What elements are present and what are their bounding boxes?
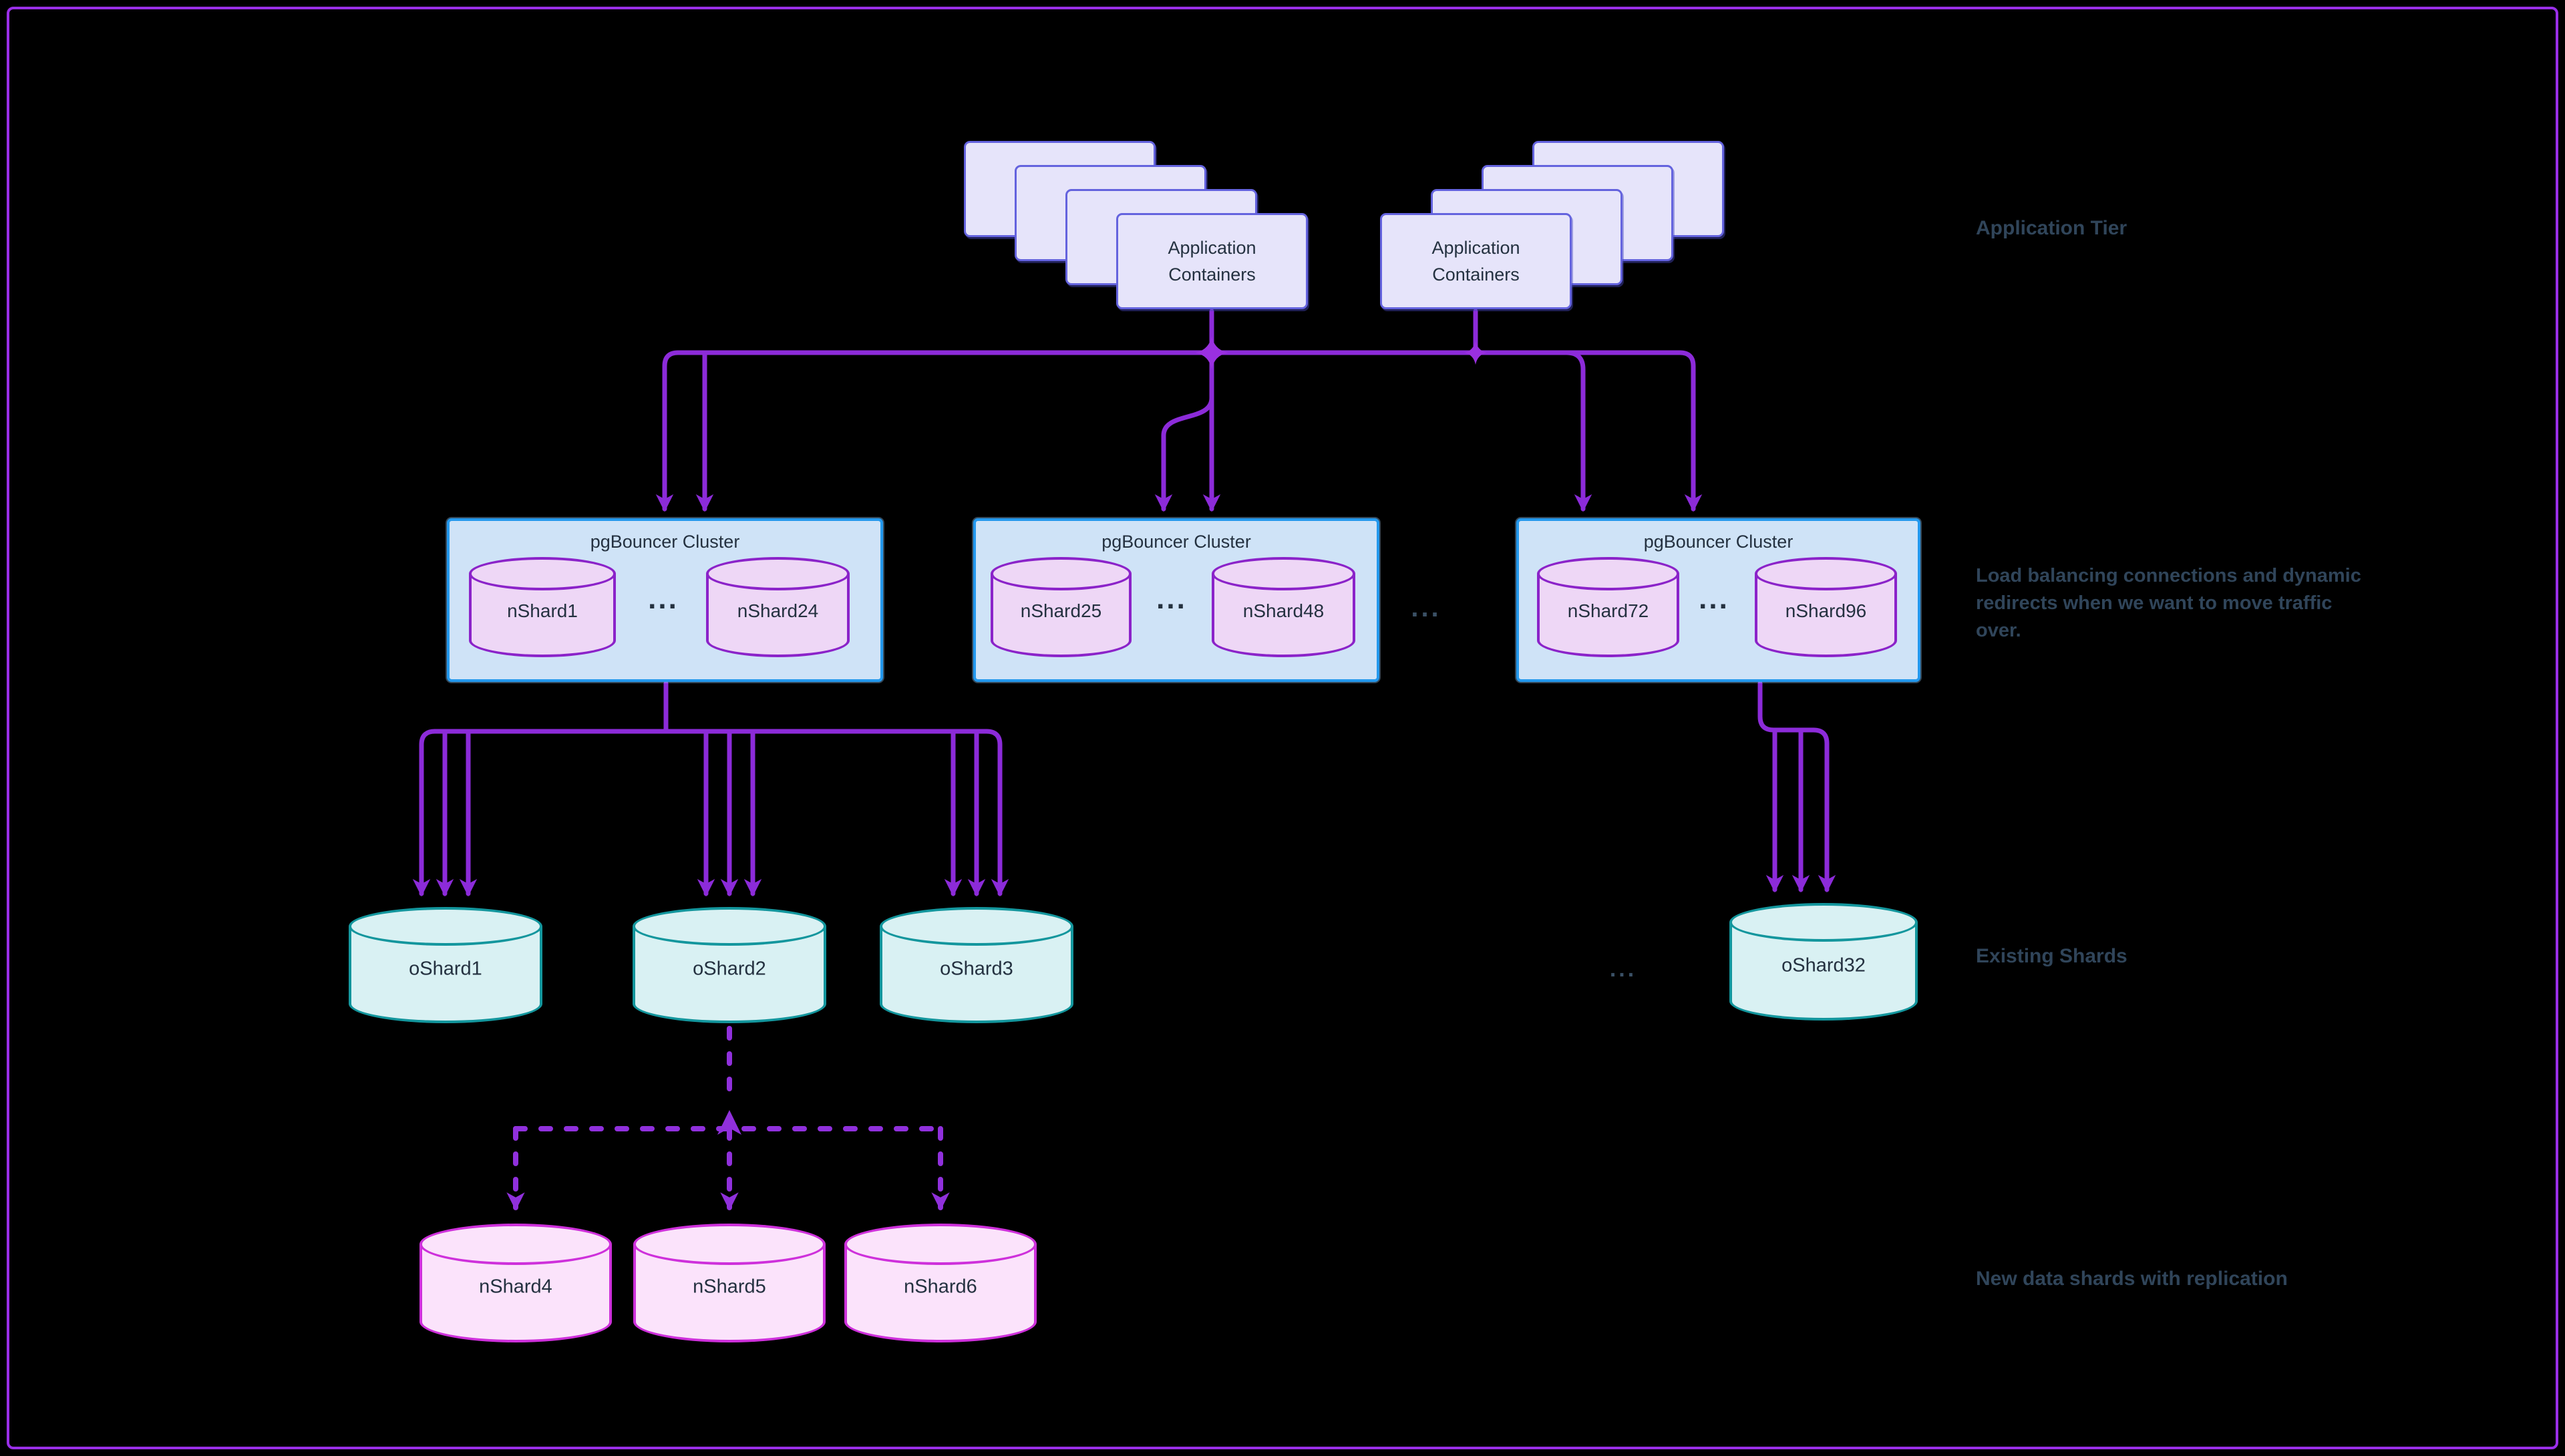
junction-star-right <box>1464 341 1487 365</box>
nshard-cylinder: nShard72 <box>1537 557 1679 657</box>
app-containers-node: Application Containers <box>1116 213 1308 309</box>
cylinder-top <box>1212 557 1355 590</box>
shard-label: nShard24 <box>737 600 819 621</box>
ellipsis: ... <box>1156 582 1187 615</box>
shard-label: oShard1 <box>409 958 482 980</box>
edge-o3-c <box>984 729 1009 897</box>
nshard4-cylinder: nShard4 <box>419 1224 612 1342</box>
annotation-existing-shards: Existing Shards <box>1976 945 2127 967</box>
edge-c3-drop-b <box>1677 350 1703 512</box>
diagram-frame <box>7 7 2558 1449</box>
oshard32-cylinder: oShard32 <box>1729 903 1918 1021</box>
annotation-application-tier: Application Tier <box>1976 217 2127 239</box>
edge-c1-drop-a <box>655 350 681 512</box>
cylinder-body <box>1729 922 1918 1021</box>
cylinder-top <box>991 557 1132 590</box>
shard-label: nShard72 <box>1567 600 1649 621</box>
shard-label: oShard3 <box>940 958 1013 980</box>
cluster-title: pgBouncer Cluster <box>1101 532 1251 552</box>
edge-c3-drop-a <box>1564 350 1592 512</box>
shard-label: oShard2 <box>693 958 766 980</box>
shard-label: nShard25 <box>1020 600 1102 621</box>
cylinder-top <box>1755 557 1897 590</box>
nshard-cylinder: nShard96 <box>1755 557 1897 657</box>
oshard2-cylinder: oShard2 <box>633 907 826 1023</box>
cylinder-top <box>1537 557 1679 590</box>
dashed-up-arrowhead <box>717 1110 741 1135</box>
cylinder-top <box>1729 903 1918 942</box>
nshard-cylinder: nShard24 <box>706 557 850 657</box>
cylinder-top <box>880 907 1073 946</box>
junction-star-left <box>1195 336 1228 369</box>
nshard-cylinder: nShard1 <box>469 557 616 657</box>
shard-label: nShard48 <box>1242 600 1325 621</box>
cylinder-top <box>844 1224 1037 1265</box>
edge-o1-a <box>412 729 438 897</box>
ellipsis: ... <box>648 582 679 615</box>
ellipsis-shards: ... <box>1609 956 1637 982</box>
annotation-new-shards: New data shards with replication <box>1976 1268 2288 1290</box>
shard-label: nShard6 <box>904 1276 977 1298</box>
cylinder-top <box>633 907 826 946</box>
oshard1-cylinder: oShard1 <box>349 907 542 1023</box>
nshard6-cylinder: nShard6 <box>844 1224 1037 1342</box>
app-containers-node: Application Containers <box>1380 213 1572 309</box>
oshard3-cylinder: oShard3 <box>880 907 1073 1023</box>
shard-label: nShard1 <box>507 600 578 621</box>
cylinder-top <box>349 907 542 946</box>
nshard-cylinder: nShard25 <box>991 557 1132 657</box>
cylinder-top <box>633 1224 826 1265</box>
cylinder-top <box>469 557 616 590</box>
pgbouncer-cluster-1: pgBouncer Cluster nShard1 ... nShard24 <box>447 518 883 682</box>
shard-label: nShard96 <box>1785 600 1867 621</box>
pgbouncer-cluster-3: pgBouncer Cluster nShard72 ... nShard96 <box>1516 518 1920 682</box>
shard-label: nShard4 <box>479 1276 552 1298</box>
nshard-cylinder: nShard48 <box>1212 557 1355 657</box>
cluster-title: pgBouncer Cluster <box>590 532 740 552</box>
ellipsis-clusters: ... <box>1411 593 1441 622</box>
cylinder-top <box>419 1224 612 1265</box>
nshard5-cylinder: nShard5 <box>633 1224 826 1342</box>
annotation-load-balancing: Load balancing connections and dynamic r… <box>1976 565 2361 641</box>
shard-label: nShard5 <box>693 1276 766 1298</box>
edge-c3-stem <box>1757 681 1836 893</box>
cluster-title: pgBouncer Cluster <box>1643 532 1793 552</box>
pgbouncer-cluster-2: pgBouncer Cluster nShard25 ... nShard48 <box>973 518 1379 682</box>
ellipsis: ... <box>1699 582 1729 615</box>
cylinder-top <box>706 557 850 590</box>
shard-label: oShard32 <box>1781 954 1866 976</box>
edge-c2-drop-a <box>1154 395 1214 512</box>
